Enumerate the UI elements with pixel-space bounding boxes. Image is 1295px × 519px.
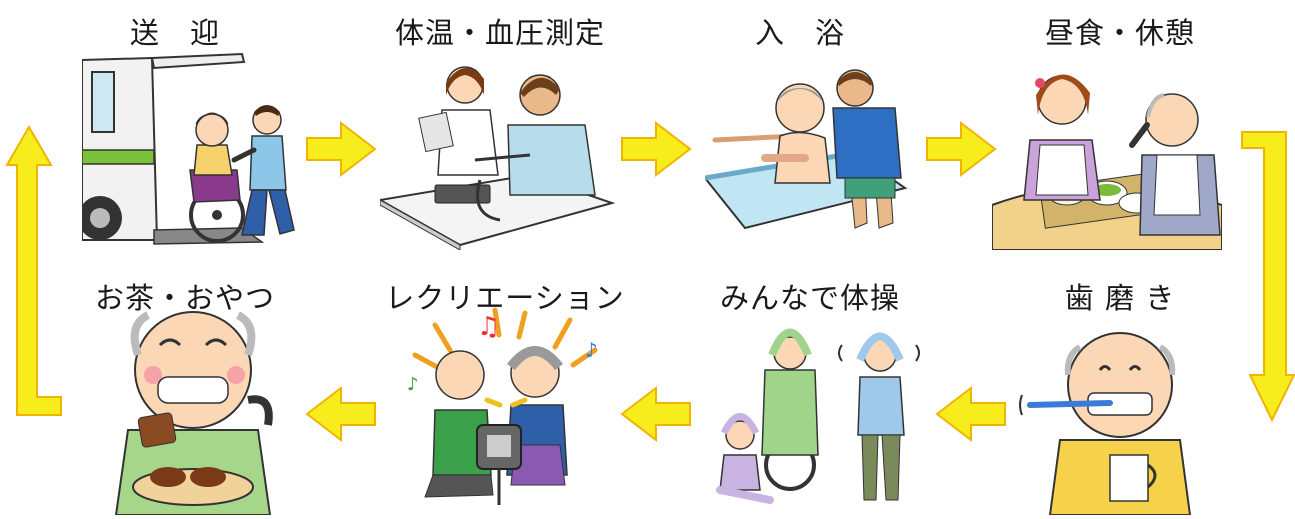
- van-wheelchair-icon: [82, 50, 302, 245]
- arrow-left-3: [305, 385, 377, 443]
- blood-pressure-icon: [380, 55, 615, 250]
- step-label-exercise: みんなで体操: [719, 281, 900, 315]
- arrow-right-3: [925, 120, 997, 178]
- bathing-icon: [705, 58, 910, 238]
- arrow-left-2: [620, 385, 692, 443]
- karaoke-icon: ♫ ♪ ♪: [395, 305, 610, 505]
- svg-text:♪: ♪: [407, 374, 419, 395]
- svg-text:♪: ♪: [585, 338, 598, 362]
- arrow-right-2: [620, 120, 692, 178]
- arrow-right-1: [305, 120, 377, 178]
- step-label-recreation: レクリエーション: [385, 281, 625, 315]
- svg-text:♫: ♫: [477, 312, 500, 342]
- loop-connector-left: [5, 125, 65, 424]
- step-label-toothbrushing: 歯 磨 き: [1064, 281, 1176, 315]
- toothbrush-icon: [1010, 315, 1210, 515]
- step-label-snack: お茶・おやつ: [94, 281, 275, 315]
- step-label-pickup: 送 迎: [129, 16, 220, 50]
- loop-connector-right: [1240, 130, 1295, 429]
- lunch-icon: [992, 55, 1222, 250]
- exercise-icon: [710, 315, 920, 510]
- arrow-left-1: [935, 385, 1007, 443]
- snack-icon: [98, 305, 288, 515]
- step-label-lunch: 昼食・休憩: [1044, 16, 1195, 50]
- step-label-bathing: 入 浴: [754, 16, 845, 50]
- step-label-vitals: 体温・血圧測定: [394, 16, 605, 50]
